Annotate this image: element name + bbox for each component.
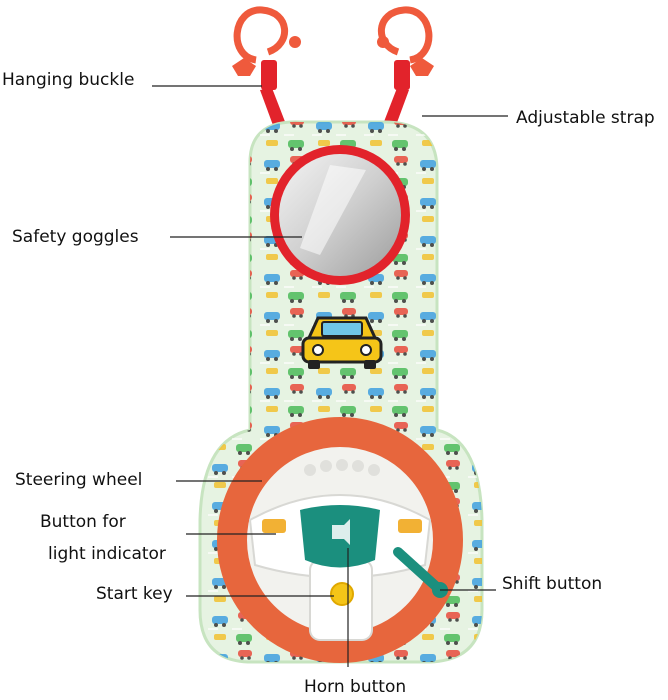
label-light-indicator: light indicator <box>48 544 166 564</box>
right-strap-tab <box>394 60 410 90</box>
label-steering-wheel: Steering wheel <box>15 470 143 490</box>
label-button-for: Button for <box>40 512 126 532</box>
label-horn-button: Horn button <box>304 677 407 697</box>
start-key-icon[interactable] <box>330 582 354 606</box>
car-icon <box>301 316 383 369</box>
left-strap-tab <box>261 60 277 90</box>
left-buckle-clip <box>232 58 256 76</box>
label-hanging-buckle: Hanging buckle <box>2 70 135 90</box>
light-indicator-button-left[interactable] <box>262 519 286 533</box>
label-shift-button: Shift button <box>502 574 603 594</box>
left-hanging-ring-icon <box>233 6 288 64</box>
leader-lines <box>152 85 508 667</box>
right-hanging-ring-icon <box>378 6 433 64</box>
right-buckle-knob <box>377 36 389 48</box>
horn-icon <box>332 519 350 545</box>
light-indicator-button-right[interactable] <box>398 519 422 533</box>
left-buckle-knob <box>289 36 301 48</box>
mirror-glare <box>300 165 366 255</box>
right-buckle-clip <box>410 58 434 76</box>
label-safety-goggles: Safety goggles <box>12 227 139 247</box>
label-adjustable-strap: Adjustable strap <box>516 108 655 128</box>
label-start-key: Start key <box>96 584 173 604</box>
